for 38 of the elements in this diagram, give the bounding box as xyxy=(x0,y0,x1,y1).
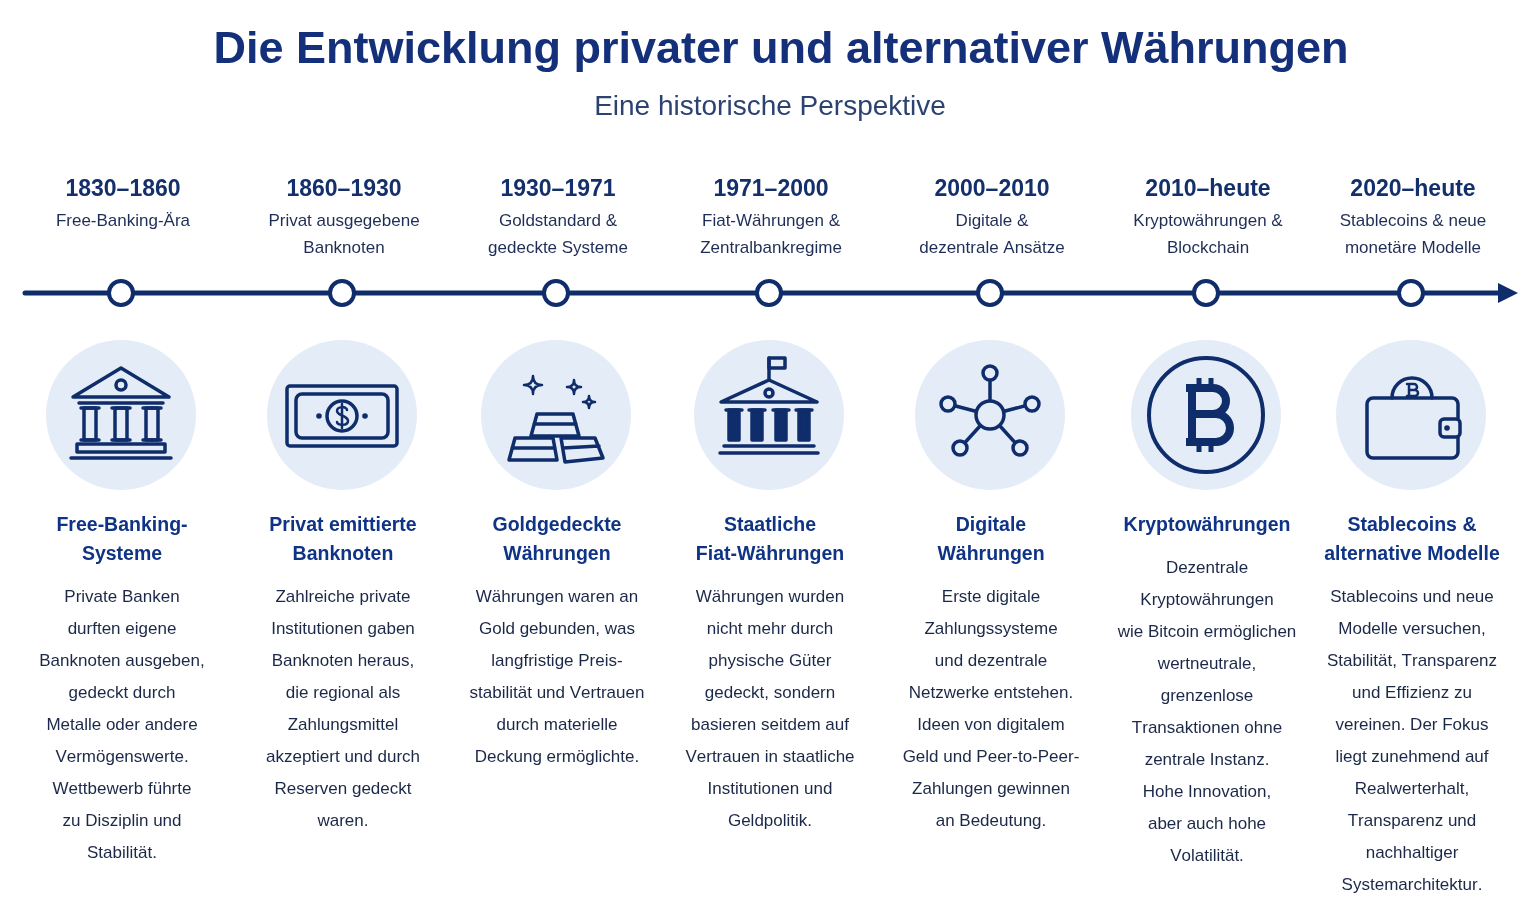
era-label: Kryptowährungen & Blockchain xyxy=(1133,209,1283,259)
date-range: 1830–1860 xyxy=(65,174,181,202)
era-heading: Staatliche Fiat-Währungen xyxy=(695,511,845,566)
era-label: Fiat-Währungen & Zentralbankregime xyxy=(700,209,842,259)
date-range: 2000–2010 xyxy=(934,174,1050,202)
description: Zahlreiche private Institutionen gaben Banknoten heraus, die regional als Zahlungsmittel akzeptiert und durch Reserven gedeckt waren. xyxy=(265,586,420,832)
era-heading: Digitale Währungen xyxy=(937,511,1045,566)
era-heading: Free-Banking-Systeme xyxy=(56,511,188,566)
description: Erste digitale Zahlungssysteme und dezentrale Netzwerke entstehen. Ideen von digitalem Geld und Peer-to-Peer-Zahlungen gewinnen an Bedeutung. xyxy=(902,586,1080,832)
title: Die Entwicklung privater und alternativer Währungen xyxy=(213,21,1349,75)
timeline-marker xyxy=(107,279,135,307)
timeline-marker xyxy=(328,279,356,307)
date-range: 1971–2000 xyxy=(713,174,829,202)
era-label: Free-Banking-Ära xyxy=(55,209,191,232)
description: Währungen wurden nicht mehr durch physische Güter gedeckt, sondern basieren seitdem auf Vertrauen in staatliche Institutionen und Geldpolitik. xyxy=(685,586,855,832)
description: Dezentrale Kryptowährungen wie Bitcoin ermöglichen wertneutrale, grenzenlose Transaktionen ohne zentrale Instanz. Hohe Innovation, aber auch hohe Volatilität. xyxy=(1117,557,1297,867)
description: Stablecoins und neue Modelle versuchen, Stabilität, Transparenz und Effizienz zu vereinen. Der Fokus liegt zunehmend auf Realwerterhalt, Transparenz und nachhaltiger Systemarchitektur. xyxy=(1326,586,1498,896)
subtitle: Eine historische Perspektive xyxy=(594,89,946,123)
era-heading: Privat emittierte Banknoten xyxy=(269,511,417,566)
description: Private Banken durften eigene Banknoten ausgeben, gedeckt durch Metalle oder andere Vermögenswerte. Wettbewerb führte zu Disziplin und Stabilität. xyxy=(39,586,205,864)
era-heading: Stablecoins & alternative Modelle xyxy=(1324,511,1500,566)
timeline-marker xyxy=(1192,279,1220,307)
era-heading: Kryptowährungen xyxy=(1123,511,1291,537)
timeline-marker xyxy=(976,279,1004,307)
era-label: Digitale & dezentrale Ansätze xyxy=(919,209,1065,259)
timeline-marker xyxy=(542,279,570,307)
era-heading: Goldgedeckte Währungen xyxy=(492,511,622,566)
era-label: Privat ausgegebene Banknoten xyxy=(268,209,420,259)
era-label: Stablecoins & neue monetäre Modelle xyxy=(1339,209,1487,259)
timeline-arrow xyxy=(1422,283,1518,303)
date-range: 2010–heute xyxy=(1145,174,1271,202)
era-label: Goldstandard & gedeckte Systeme xyxy=(488,209,628,259)
timeline-marker xyxy=(1397,279,1425,307)
date-range: 1930–1971 xyxy=(500,174,616,202)
timeline-marker xyxy=(755,279,783,307)
date-range: 2020–heute xyxy=(1350,174,1476,202)
description: Währungen waren an Gold gebunden, was langfristige Preis-stabilität und Vertrauen durch materielle Deckung ermöglichte. xyxy=(469,586,645,768)
date-range: 1860–1930 xyxy=(286,174,402,202)
